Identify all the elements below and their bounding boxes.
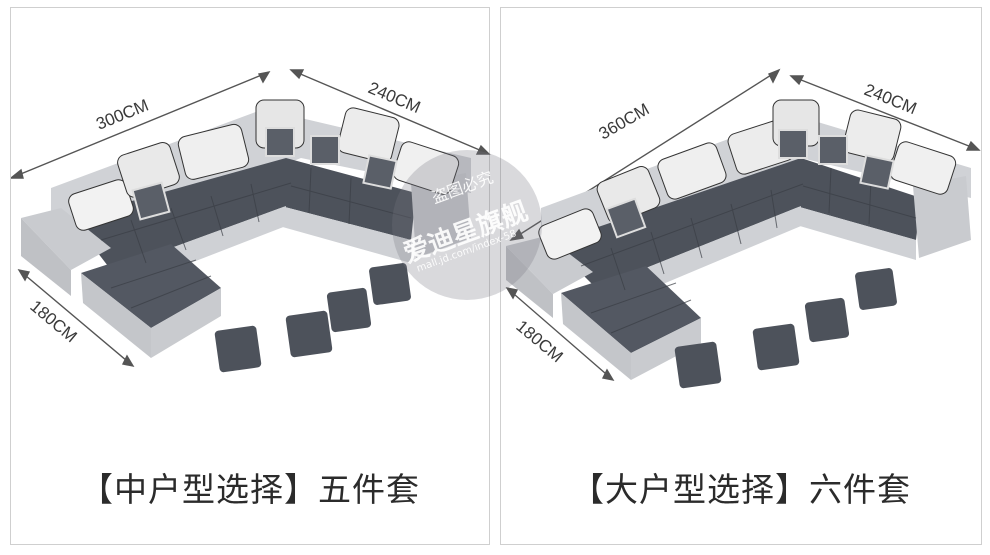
ottoman xyxy=(674,341,722,389)
dim-label-chaise: 180CM xyxy=(26,297,80,347)
dim-label-long: 360CM xyxy=(596,100,653,144)
sofa-body xyxy=(506,99,971,389)
ottoman xyxy=(285,310,333,358)
sofa-illustration-large: 360CM 240CM 180CM xyxy=(505,68,981,389)
product-panel-large: 360CM 240CM 180CM xyxy=(500,7,982,545)
dim-arrow-right xyxy=(790,75,980,151)
ottoman xyxy=(804,297,850,343)
ottoman xyxy=(369,263,411,305)
watermark-line1: 盗图必究 xyxy=(429,167,496,208)
dim-label-long: 300CM xyxy=(93,96,151,134)
dim-arrow-long xyxy=(11,71,270,179)
ottoman xyxy=(326,287,372,333)
dim-label-chaise: 180CM xyxy=(512,317,566,367)
ottoman xyxy=(214,325,262,373)
caption-large: 【大户型选择】六件套 xyxy=(571,470,911,509)
dim-label-right: 240CM xyxy=(365,78,423,117)
sofa-body xyxy=(21,99,471,373)
dim-arrow-chaise xyxy=(18,269,134,367)
ottoman xyxy=(855,268,897,310)
caption-medium: 【中户型选择】五件套 xyxy=(80,470,420,509)
sofa-illustration-medium: 300CM 240CM 180CM xyxy=(11,69,491,373)
product-panel-medium: 300CM 240CM 180CM xyxy=(10,7,491,545)
dim-arrow-right xyxy=(290,69,490,155)
ottoman xyxy=(752,323,800,371)
watermark-stamp: 盗图必究 爱迪星旗舰 mall.jd.com/index-58 xyxy=(392,150,542,300)
dim-arrow-chaise xyxy=(506,287,614,381)
